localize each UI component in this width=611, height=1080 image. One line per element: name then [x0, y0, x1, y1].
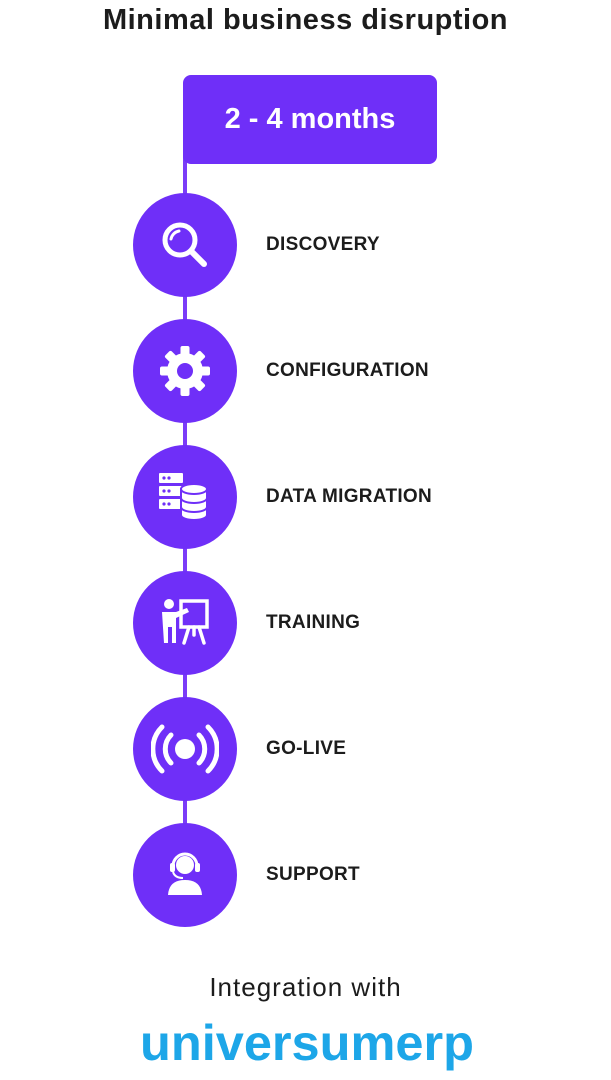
step-go-live: GO-LIVE — [133, 697, 533, 801]
step-training: TRAINING — [133, 571, 533, 675]
step-label: SUPPORT — [266, 864, 360, 885]
step-label: DISCOVERY — [266, 234, 380, 255]
step-circle — [133, 445, 237, 549]
step-data-migration: DATA MIGRATION — [133, 445, 533, 549]
presentation-icon — [162, 599, 209, 645]
duration-badge: 2 - 4 months — [183, 75, 437, 164]
step-label: DATA MIGRATION — [266, 486, 433, 507]
step-circle — [133, 697, 237, 801]
headset-icon — [168, 852, 202, 895]
step-label: TRAINING — [266, 612, 361, 633]
step-configuration: CONFIGURATION — [133, 319, 533, 423]
step-label: CONFIGURATION — [266, 360, 429, 381]
duration-text: 2 - 4 months — [224, 103, 396, 135]
step-label: GO-LIVE — [266, 738, 347, 759]
step-circle — [133, 319, 237, 423]
broadcast-icon — [151, 724, 219, 774]
page-title: Minimal business disruption — [102, 4, 509, 36]
step-discovery: DISCOVERY — [133, 193, 533, 297]
integration-text: Integration with — [209, 972, 402, 1002]
svg-text:universumerp: universumerp — [140, 1015, 474, 1071]
gear-icon — [160, 346, 210, 396]
step-support: SUPPORT — [133, 823, 533, 927]
step-circle — [133, 193, 237, 297]
database-icon — [159, 473, 208, 521]
search-icon — [162, 222, 207, 267]
step-circle — [133, 571, 237, 675]
step-circle — [133, 823, 237, 927]
universumerp-logo: universumerp — [140, 1015, 474, 1071]
